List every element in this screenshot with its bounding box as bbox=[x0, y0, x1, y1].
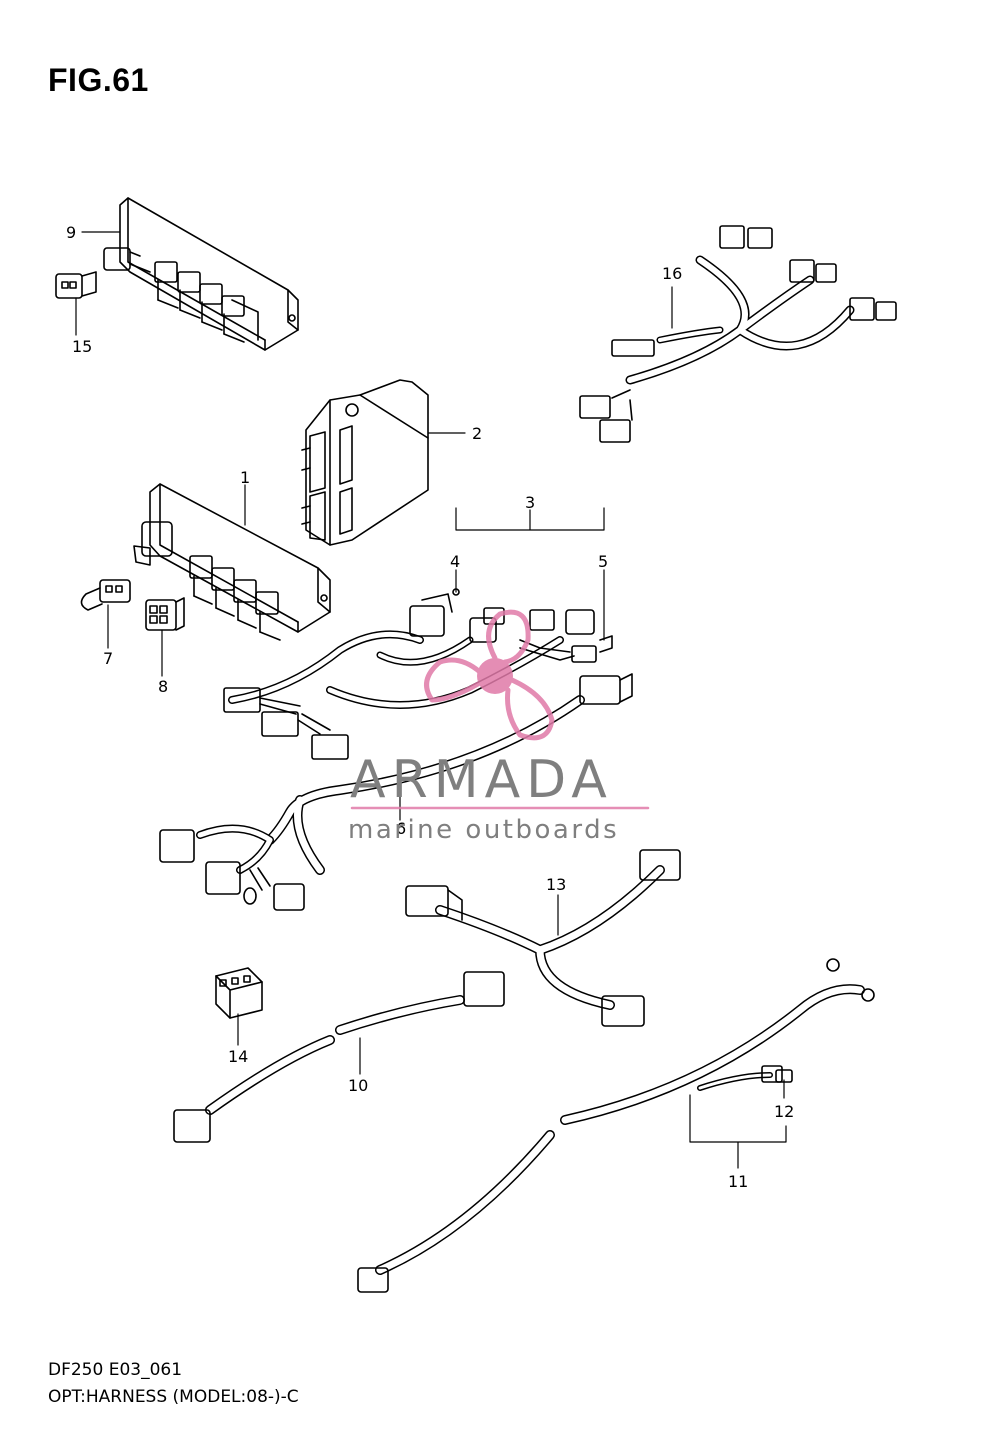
callout-13: 13 bbox=[546, 875, 566, 894]
callout-12: 12 bbox=[774, 1102, 794, 1121]
part-9-relay-box[interactable] bbox=[103, 197, 299, 351]
callout-16: 16 bbox=[662, 264, 682, 283]
callout-7: 7 bbox=[103, 649, 113, 668]
callout-2: 2 bbox=[472, 424, 482, 443]
figure-caption: OPT:HARNESS (MODEL:08-)-C bbox=[48, 1387, 299, 1407]
figure-code: DF250 E03_061 bbox=[48, 1360, 183, 1380]
propeller-logo-icon bbox=[350, 609, 650, 810]
callout-leaders bbox=[75, 231, 787, 1169]
callout-9: 9 bbox=[66, 223, 76, 242]
part-6-harness[interactable] bbox=[159, 673, 633, 911]
part-8-connector[interactable] bbox=[145, 597, 185, 631]
callout-10: 10 bbox=[348, 1076, 368, 1095]
watermark-brand: ARMADA bbox=[350, 750, 613, 810]
callout-3: 3 bbox=[525, 493, 535, 512]
callout-labels: 9 15 2 1 3 4 5 7 8 6 16 13 14 10 12 11 bbox=[66, 223, 794, 1191]
callout-15: 15 bbox=[72, 337, 92, 356]
callout-8: 8 bbox=[158, 677, 168, 696]
part-16-harness[interactable] bbox=[579, 225, 897, 443]
part-3-harness[interactable] bbox=[223, 588, 613, 760]
part-11-harness[interactable] bbox=[357, 958, 875, 1293]
part-14-connector-cap[interactable] bbox=[215, 967, 263, 1019]
part-1-relay-box[interactable] bbox=[133, 483, 331, 641]
callout-5: 5 bbox=[598, 552, 608, 571]
part-10-harness[interactable] bbox=[173, 971, 505, 1143]
part-2-ecu-module[interactable] bbox=[301, 379, 429, 546]
part-15-connector[interactable] bbox=[55, 271, 97, 299]
callout-11: 11 bbox=[728, 1172, 748, 1191]
callout-4: 4 bbox=[450, 552, 460, 571]
callout-6: 6 bbox=[396, 819, 406, 838]
callout-1: 1 bbox=[240, 468, 250, 487]
part-7-jumper-connector[interactable] bbox=[80, 579, 131, 611]
callout-14: 14 bbox=[228, 1047, 248, 1066]
figure-title: FIG.61 bbox=[48, 62, 149, 98]
watermark-tagline: marine outboards bbox=[348, 815, 620, 845]
part-13-harness[interactable] bbox=[405, 849, 681, 1027]
